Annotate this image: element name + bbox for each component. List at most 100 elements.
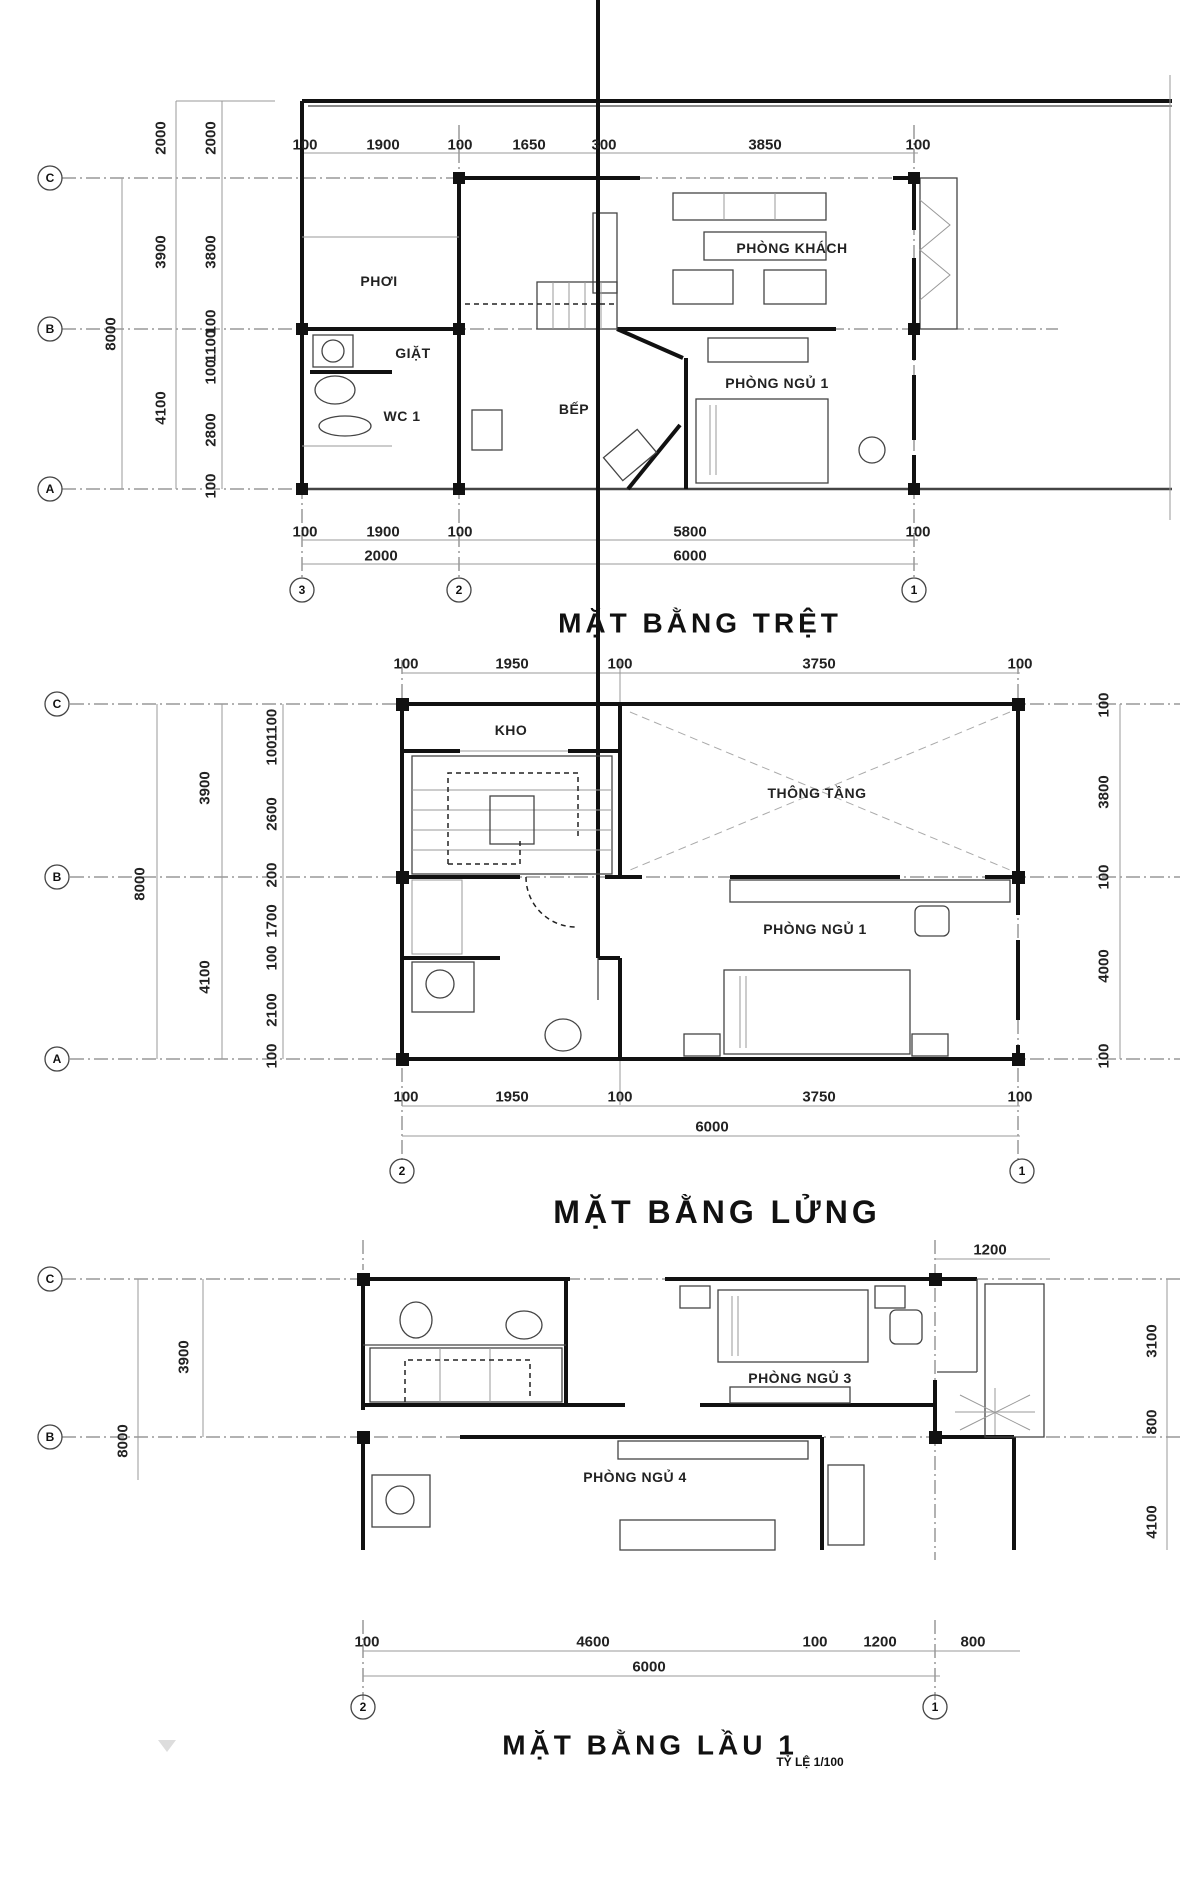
dimension-label: 100 <box>292 524 317 541</box>
dimension-lines <box>137 1258 1168 1677</box>
grid-bubble-label: 2 <box>399 1164 406 1178</box>
dimension-label: 3750 <box>802 656 835 673</box>
room-label: WC 1 <box>384 408 421 424</box>
dimension-label: 1100 <box>264 709 281 742</box>
dimension-label: 3800 <box>203 235 220 268</box>
dimension-label: 100 <box>447 524 472 541</box>
room-label: PHÒNG NGỦ 3 <box>748 1369 852 1386</box>
dimension-label: 2100 <box>264 993 281 1026</box>
dimension-label: 1700 <box>264 904 281 937</box>
dimension-label: 4000 <box>1096 949 1113 982</box>
room-label: THÔNG TẦNG <box>767 784 866 801</box>
dimension-label: 6000 <box>632 1659 665 1676</box>
dimension-label: 100 <box>802 1634 827 1651</box>
room-label: BẾP <box>559 401 589 417</box>
dimension-label: 1650 <box>512 137 545 154</box>
dimension-label: 6000 <box>673 548 706 565</box>
dimension-label: 3800 <box>1096 775 1113 808</box>
dimension-label: 5800 <box>673 524 706 541</box>
dimension-lines <box>121 100 918 565</box>
dimension-label: 2000 <box>364 548 397 565</box>
dimension-label: 4100 <box>197 960 214 993</box>
dimension-label: 100 <box>292 137 317 154</box>
dimension-label: 1200 <box>863 1634 896 1651</box>
dimension-label: 3100 <box>1144 1324 1161 1357</box>
dimension-label: 800 <box>1144 1409 1161 1434</box>
walls <box>361 1277 1045 1550</box>
room-label: PHƠI <box>360 273 397 289</box>
dimension-label: 100 <box>354 1634 379 1651</box>
columns <box>396 698 1025 1066</box>
dimension-label: 2800 <box>203 413 220 446</box>
dimension-label: 100 <box>905 524 930 541</box>
dimension-lines <box>156 672 1121 1137</box>
plan-title: MẶT BẰNG LẦU 1 <box>502 1730 798 1761</box>
dimension-label: 6000 <box>695 1119 728 1136</box>
dimension-label: 100 <box>264 945 281 970</box>
dimension-label: 100 <box>447 137 472 154</box>
dimension-label: 1900 <box>366 137 399 154</box>
dimension-label: 3850 <box>748 137 781 154</box>
scale-note: TỶ LỆ 1/100 <box>776 1754 844 1769</box>
staircase <box>369 1347 563 1403</box>
grid-bubbles <box>37 165 927 603</box>
grid-bubble-label: 3 <box>299 583 306 597</box>
dimension-label: 100 <box>264 1043 281 1068</box>
dimension-label: 100 <box>264 740 281 765</box>
dimension-label: 3900 <box>153 235 170 268</box>
room-label: PHÒNG KHÁCH <box>736 239 847 256</box>
walls <box>300 75 1172 520</box>
plan-title: MẶT BẰNG LỬNG <box>553 1194 880 1230</box>
dimension-label: 100 <box>203 309 220 334</box>
dimension-label: 100 <box>1096 692 1113 717</box>
dimension-label: 300 <box>591 137 616 154</box>
room-label: KHO <box>495 722 528 738</box>
grid-bubble-label: A <box>53 1052 62 1066</box>
plan-ground-floor <box>37 75 1172 603</box>
furniture <box>371 1285 1035 1551</box>
grid-bubble-label: C <box>46 171 55 185</box>
grid-bubbles <box>44 691 1035 1184</box>
dimension-label: 3750 <box>802 1089 835 1106</box>
grid-bubble-label: B <box>46 1430 55 1444</box>
dimension-label: 200 <box>264 862 281 887</box>
dimension-label: 1900 <box>366 524 399 541</box>
staircase <box>411 755 613 928</box>
dimension-label: 2000 <box>153 121 170 154</box>
dimension-label: 1100 <box>203 330 220 363</box>
dimension-label: 100 <box>1007 1089 1032 1106</box>
plan-first-floor <box>37 1240 1180 1752</box>
grid-bubble-label: 1 <box>932 1700 939 1714</box>
plan-mezzanine <box>44 0 1180 1184</box>
grid-bubbles <box>37 1266 948 1720</box>
grid-bubble-label: 1 <box>911 583 918 597</box>
grid-bubble-label: C <box>46 1272 55 1286</box>
plant-icon <box>955 1388 1035 1435</box>
scroll-indicator-icon <box>158 1740 176 1752</box>
dimension-label: 100 <box>905 137 930 154</box>
room-label: PHÒNG NGỦ 1 <box>725 374 829 391</box>
dimension-label: 100 <box>1007 656 1032 673</box>
dimension-label: 100 <box>203 359 220 384</box>
dimension-label: 1950 <box>495 1089 528 1106</box>
grid-bubble-label: B <box>53 870 62 884</box>
plan-title: MẶT BẰNG TRỆT <box>558 608 842 639</box>
dimension-label: 2600 <box>264 797 281 830</box>
dimension-label: 800 <box>960 1634 985 1651</box>
dimension-label: 1200 <box>973 1242 1006 1259</box>
grid-bubble-label: 1 <box>1019 1164 1026 1178</box>
dimension-label: 1950 <box>495 656 528 673</box>
dimension-label: 4100 <box>1144 1505 1161 1538</box>
grid-lines <box>70 660 1180 1160</box>
dimension-label: 8000 <box>115 1424 132 1457</box>
dimension-label: 3900 <box>176 1340 193 1373</box>
dimension-label: 8000 <box>103 317 120 350</box>
furniture <box>411 879 1011 1057</box>
dimension-label: 8000 <box>132 867 149 900</box>
dimension-label: 100 <box>1096 864 1113 889</box>
room-label: PHÒNG NGỦ 4 <box>583 1468 687 1485</box>
dimension-label: 100 <box>393 1089 418 1106</box>
columns <box>296 172 920 495</box>
